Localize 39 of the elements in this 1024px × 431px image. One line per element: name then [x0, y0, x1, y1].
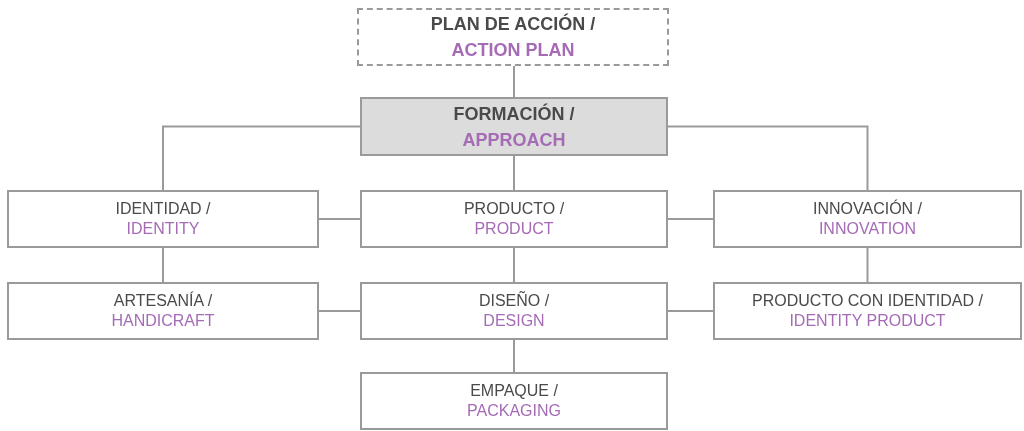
connector-line — [667, 218, 714, 220]
spanish-label: INNOVACIÓN / — [812, 199, 922, 219]
process-box — [7, 282, 319, 340]
connector-line — [667, 310, 714, 312]
english-label: HANDICRAFT — [111, 311, 215, 331]
connector-line — [318, 310, 361, 312]
process-box — [360, 190, 668, 248]
english-label: PACKAGING — [467, 401, 561, 421]
english-label: IDENTITY PRODUCT — [789, 311, 946, 331]
process-box — [360, 97, 668, 156]
spanish-label: PLAN DE ACCIÓN / — [430, 12, 596, 36]
connector-line — [318, 218, 361, 220]
english-label: IDENTITY — [126, 219, 200, 239]
english-label: DESIGN — [483, 311, 545, 331]
spanish-label: PRODUCTO / — [463, 199, 565, 219]
english-label: APPROACH — [462, 128, 566, 152]
process-box — [713, 190, 1022, 248]
process-box — [7, 190, 319, 248]
connector-line — [667, 125, 869, 191]
process-box — [360, 282, 668, 340]
process-box — [360, 372, 668, 430]
spanish-label: ARTESANÍA / — [113, 291, 213, 311]
english-label: PRODUCT — [474, 219, 554, 239]
spanish-label: IDENTIDAD / — [115, 199, 211, 219]
connector-line — [162, 247, 164, 283]
english-label: ACTION PLAN — [451, 39, 575, 62]
process-box — [713, 282, 1022, 340]
spanish-label: FORMACIÓN / — [453, 102, 575, 126]
spanish-label: EMPAQUE / — [470, 381, 558, 401]
connector-line — [513, 247, 515, 283]
connector-line — [162, 125, 361, 191]
spanish-label: DISEÑO / — [478, 291, 550, 311]
connector-line — [513, 339, 515, 373]
dashed-box — [357, 8, 669, 66]
connector-line — [513, 155, 515, 191]
spanish-label: PRODUCTO CON IDENTIDAD / — [752, 291, 983, 311]
english-label: INNOVATION — [818, 219, 917, 239]
connector-line — [866, 247, 869, 283]
connector-line — [513, 65, 515, 98]
